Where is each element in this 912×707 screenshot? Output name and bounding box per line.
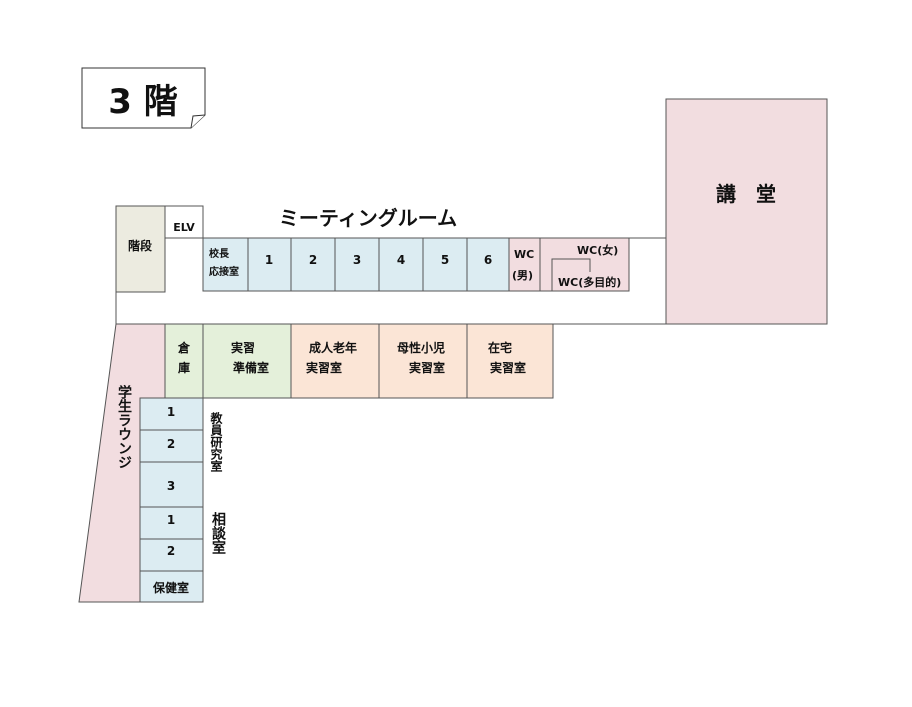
meeting-room-1-label: 1: [265, 253, 273, 267]
home-label-2: 実習室: [490, 360, 526, 375]
maternal-label-2: 実習室: [409, 360, 445, 375]
consult-room-2: [139, 538, 204, 572]
consult-2-label: 2: [167, 544, 175, 558]
faculty-office-3: [139, 461, 204, 508]
floor-label-card: [81, 67, 206, 129]
home-label-1: 在宅: [488, 340, 512, 355]
consult-room-1: [139, 506, 204, 540]
wc-female-label: WC(女): [577, 243, 618, 257]
meeting-room-5: [422, 237, 468, 292]
maternal-label-1: 母性小児: [397, 340, 445, 355]
storage-label-1: 倉: [177, 340, 191, 355]
faculty-1-label: 1: [167, 405, 175, 419]
meeting-room-3: [334, 237, 380, 292]
wc-multi-wall: [551, 258, 591, 291]
wc-female-room: [539, 237, 630, 292]
health-room: [139, 570, 204, 603]
wc-male-label-1: WC: [514, 248, 534, 261]
auditorium-label: 講 堂: [716, 182, 776, 206]
maternal-pediatric-lab: [378, 323, 468, 399]
storage-label-2: 庫: [178, 360, 190, 375]
faculty-office-2: [139, 429, 204, 463]
health-room-label: 保健室: [152, 580, 189, 595]
elevator-label: ELV: [173, 221, 195, 234]
stairs-label: 階段: [128, 238, 153, 253]
stairs-room: [115, 205, 166, 293]
adult-label-2: 実習室: [306, 360, 342, 375]
lounge-label: 学生ラウンジ: [116, 384, 132, 469]
floor-label: 3 階: [108, 82, 178, 122]
prep-label-2: 準備室: [233, 360, 269, 375]
meeting-room-1: [247, 237, 292, 292]
wc-multi-label: WC(多目的): [558, 275, 621, 289]
faculty-office-label: 教員研究室: [209, 411, 223, 473]
elevator: [164, 205, 204, 239]
principal-reception-room: [202, 237, 249, 292]
home-care-lab: [466, 323, 554, 399]
principal-label-2: 応接室: [209, 265, 239, 278]
faculty-3-label: 3: [167, 479, 175, 493]
meeting-room-4: [378, 237, 424, 292]
adult-label-1: 成人老年: [309, 340, 357, 355]
meeting-room-5-label: 5: [441, 253, 449, 267]
meeting-room-6: [466, 237, 510, 292]
auditorium: [665, 98, 828, 325]
consult-1-label: 1: [167, 513, 175, 527]
meeting-room-2: [290, 237, 336, 292]
wc-male-room: [508, 237, 541, 292]
prep-label-1: 実習: [231, 340, 255, 355]
meeting-room-2-label: 2: [309, 253, 317, 267]
principal-label-1: 校長: [209, 247, 230, 260]
meeting-room-6-label: 6: [484, 253, 492, 267]
prep-room: [202, 323, 292, 399]
meeting-room-title: ミーティングルーム: [279, 206, 457, 230]
faculty-office-1: [139, 397, 204, 431]
meeting-room-4-label: 4: [397, 253, 405, 267]
wc-male-label-2: (男): [512, 269, 533, 282]
meeting-room-3-label: 3: [353, 253, 361, 267]
consult-room-label: 相談室: [210, 511, 226, 554]
faculty-2-label: 2: [167, 437, 175, 451]
